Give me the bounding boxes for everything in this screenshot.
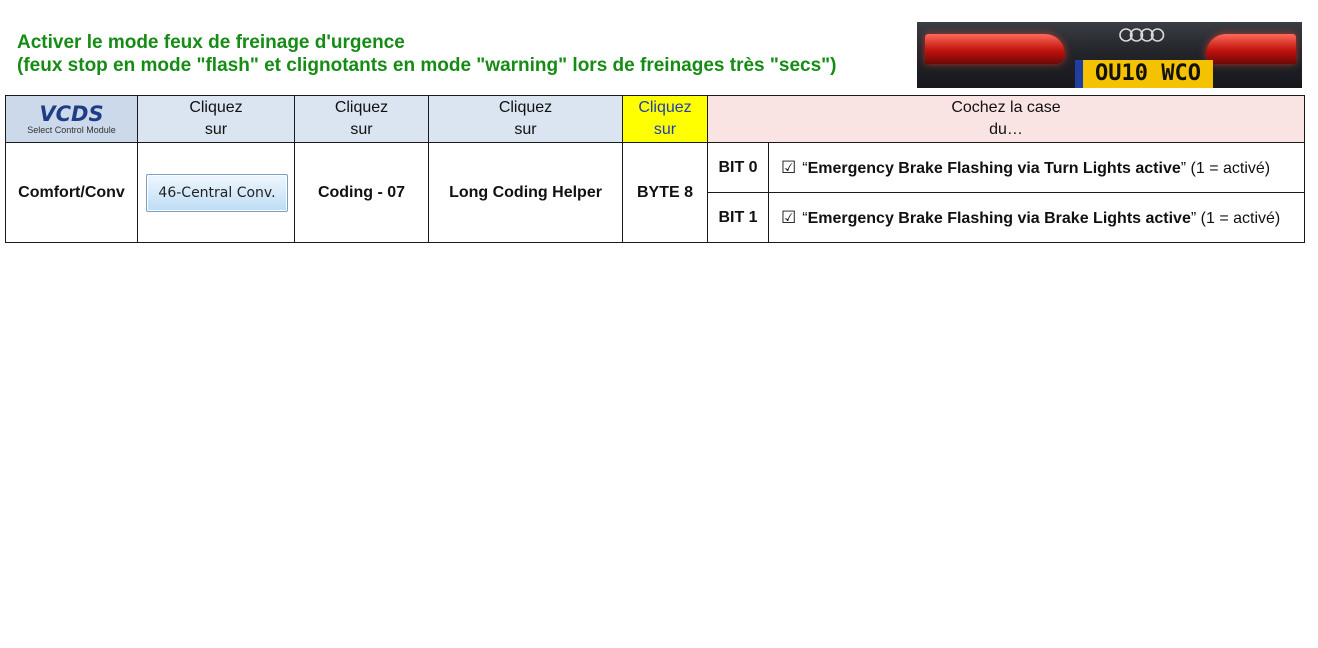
header-label: du… [989,121,1023,138]
header-label: Cliquez [498,99,553,116]
close-quote: ” [1180,159,1187,177]
right-tail-light [1206,34,1296,64]
header-click-helper: Cliquez sur [428,95,623,143]
header-check-bit: Cochez la case du… [706,95,1306,143]
header-label: Cliquez [638,99,692,116]
header-label: Cliquez [334,99,389,116]
instruction-table: VCDS Select Control Module Cliquez sur C… [5,95,1306,243]
long-coding-helper-cell: Long Coding Helper [428,142,623,243]
open-quote: “ [802,209,808,227]
header-label: sur [653,121,677,138]
bit-description: Emergency Brake Flashing via Brake Light… [807,209,1191,227]
left-tail-light [925,34,1065,64]
checked-box-icon[interactable]: ☑ [781,157,797,177]
header-click-coding: Cliquez sur [294,95,429,143]
page-title: Activer le mode feux de freinage d'urgen… [17,31,837,77]
header-label: Cliquez [189,99,243,116]
vcds-subtitle: Select Control Module [27,124,116,135]
title-line-1: Activer le mode feux de freinage d'urgen… [17,32,405,53]
bit-note: (1 = activé) [1200,209,1281,227]
central-conv-button[interactable]: 46-Central Conv. [146,173,288,212]
data-row-bit1: BIT 1 ☑ “Emergency Brake Flashing via Bra… [6,192,1306,243]
module-cell: Comfort/Conv [5,142,138,243]
header-row: VCDS Select Control Module Cliquez sur C… [5,95,1306,143]
header-label: sur [514,121,537,138]
header-label: sur [204,121,228,138]
license-plate: OU10 WCO [1075,60,1213,88]
data-row-bit0: Comfort/Conv 46-Central Conv. Coding - 0… [5,142,1306,243]
vcds-header-cell: VCDS Select Control Module [5,95,138,143]
bit-description-cell: ☑ “Emergency Brake Flashing via Brake Lig… [767,192,1306,243]
bit-label-cell: BIT 1 [707,192,769,243]
coding-cell: Coding - 07 [294,142,429,243]
header-label: Cochez la case [951,99,1061,116]
bit-note: (1 = activé) [1190,159,1271,177]
header-label: sur [350,121,373,138]
header-click-module: Cliquez sur [137,95,295,143]
byte-cell: BYTE 8 [622,142,708,243]
control-module-cell: 46-Central Conv. [137,142,295,243]
bit-label-cell: BIT 0 [707,142,769,193]
bit-description: Emergency Brake Flashing via Turn Lights… [807,159,1181,177]
open-quote: “ [802,159,808,177]
close-quote: ” [1190,209,1197,227]
car-brand-rings-icon [1119,28,1165,42]
vcds-logo: VCDS [39,101,104,126]
title-line-2: (feux stop en mode "flash" et clignotant… [17,55,837,76]
car-rear-lights-photo: OU10 WCO [917,22,1302,88]
bit-description-cell: ☑ “Emergency Brake Flashing via Turn Ligh… [767,142,1306,193]
checked-box-icon[interactable]: ☑ [781,207,797,227]
header-click-byte: Cliquez sur [622,95,708,143]
